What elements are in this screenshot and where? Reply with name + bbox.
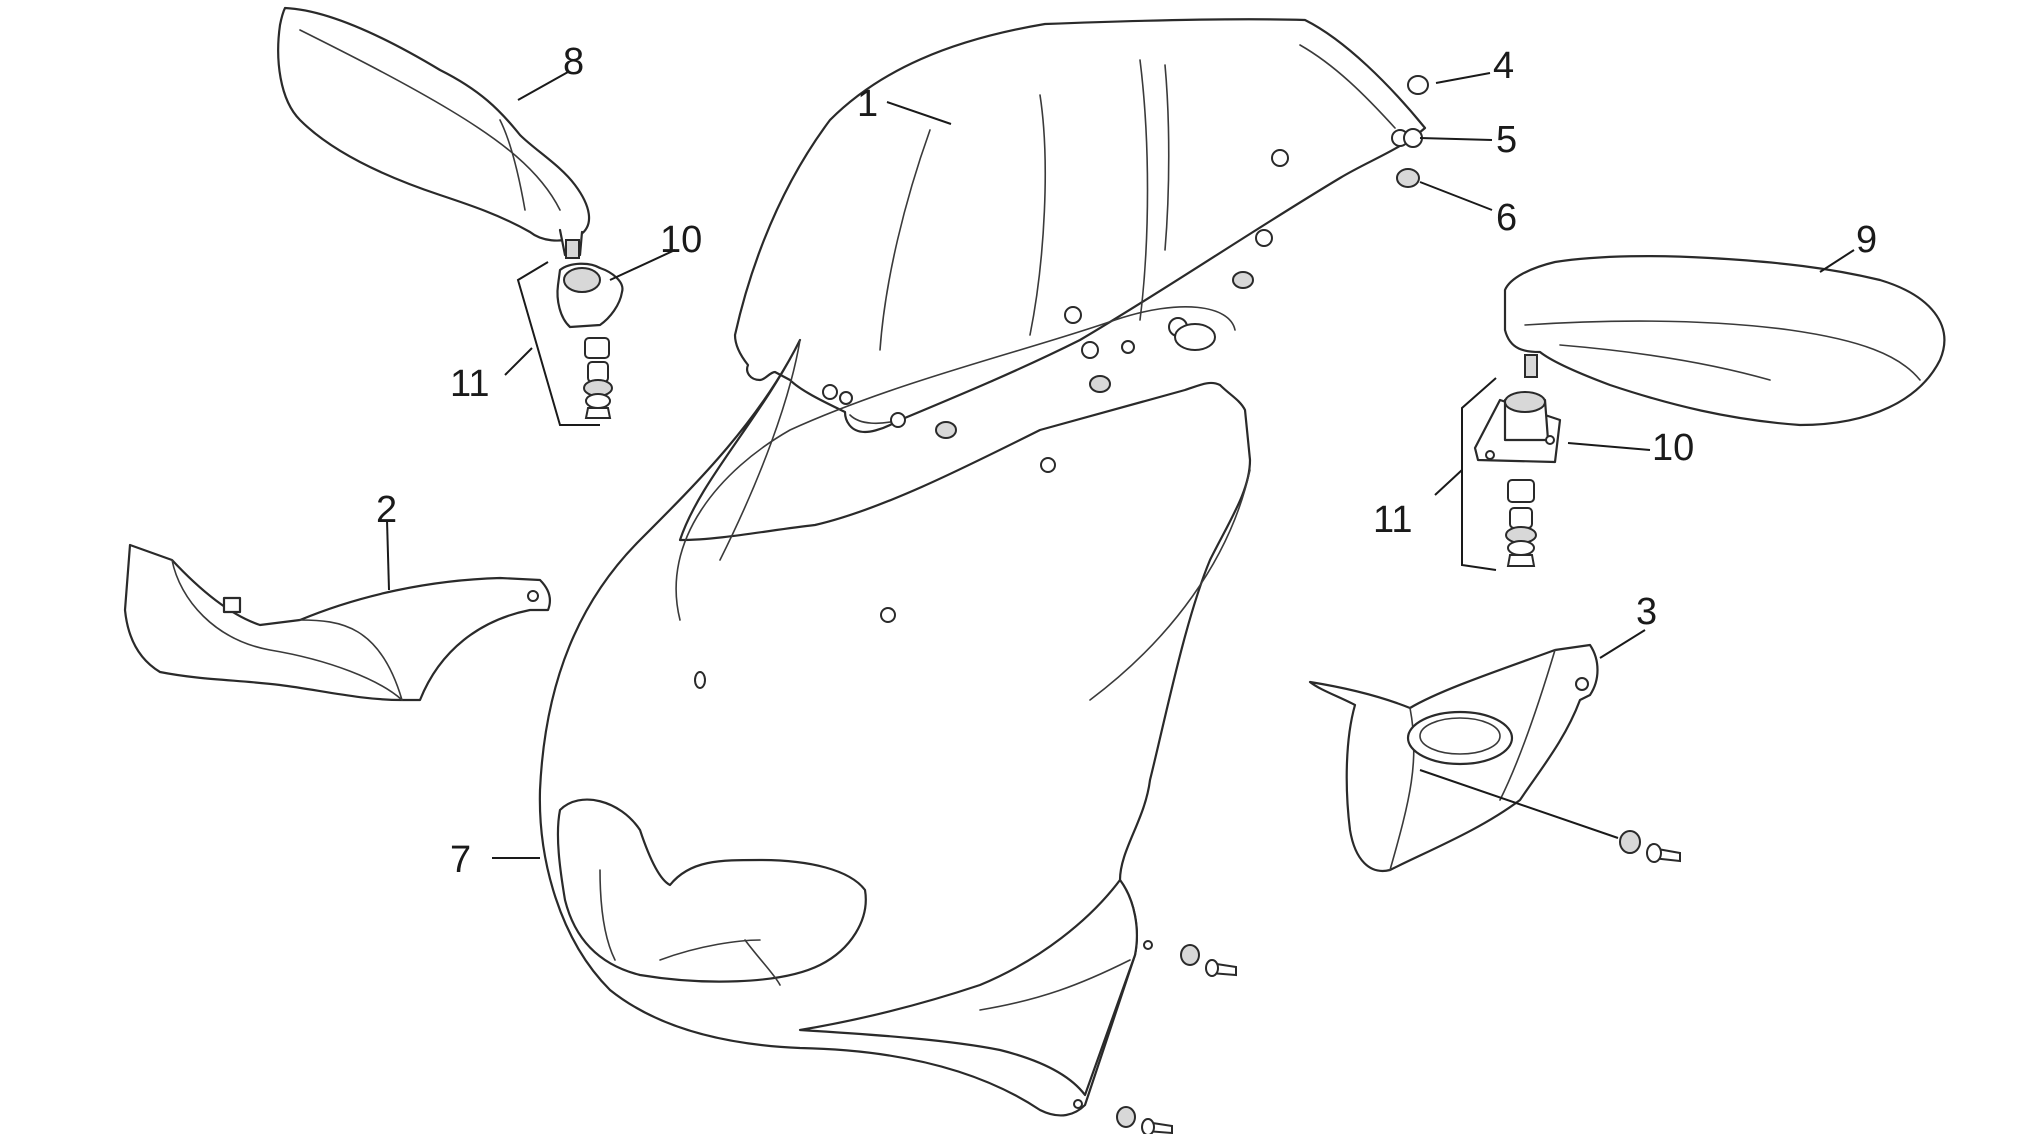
callout-6: 6 [1496,197,1517,239]
callout-11-right: 11 [1373,499,1412,541]
callout-5: 5 [1496,119,1517,161]
callout-2: 2 [376,489,397,531]
left-side-panel [123,543,551,702]
right-mirror-mount [1473,391,1562,567]
callout-4: 4 [1493,45,1514,87]
leader-lines [386,71,1855,859]
windscreen [733,18,1429,439]
callout-11-left: 11 [450,363,489,405]
fairing-screws [1116,944,1237,1136]
right-side-panel [1308,643,1599,873]
callout-labels: 1 2 3 4 5 6 7 8 9 10 10 11 11 [376,41,1877,881]
callout-7: 7 [450,839,471,881]
left-mirror-mount [556,262,624,419]
callout-10-left: 10 [660,219,702,261]
right-panel-screw [1619,830,1681,863]
callout-8: 8 [563,41,584,83]
callout-3: 3 [1636,591,1657,633]
callout-9: 9 [1856,219,1877,261]
upper-fairing [538,306,1252,1117]
right-mirror [1503,254,1946,427]
callout-10-right: 10 [1652,427,1694,469]
left-mirror [277,6,591,259]
callout-1: 1 [857,83,878,125]
